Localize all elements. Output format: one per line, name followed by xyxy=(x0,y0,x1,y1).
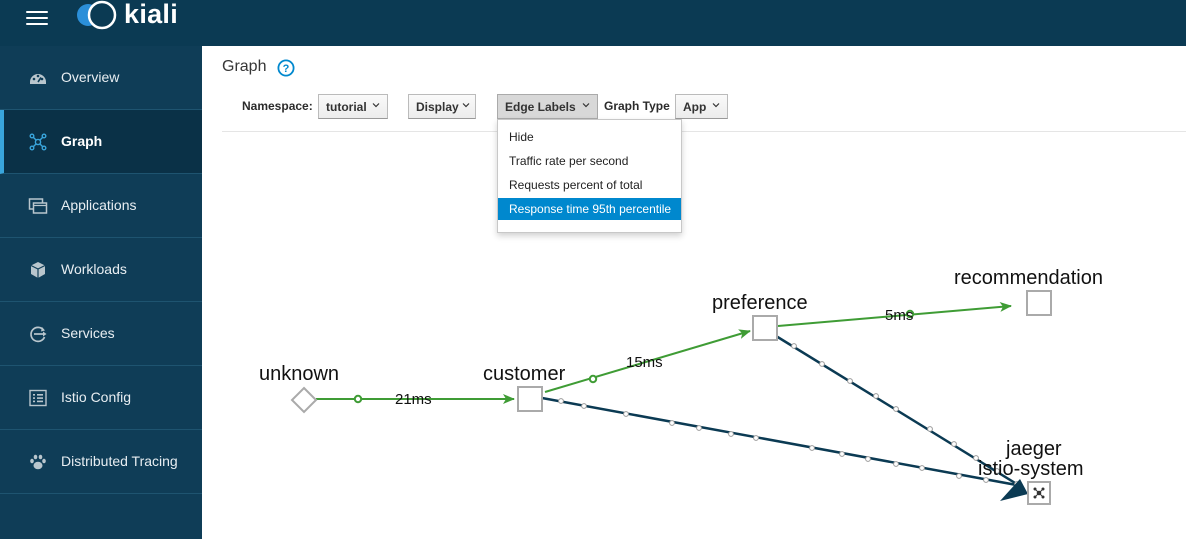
sidebar-item-applications[interactable]: Applications xyxy=(0,174,202,238)
sidebar-item-label: Services xyxy=(61,325,115,341)
node-recommendation[interactable] xyxy=(1026,290,1052,316)
edge-label-unknown-customer: 21ms xyxy=(395,391,432,408)
edge-label-preference-recommendation: 5ms xyxy=(885,307,913,324)
sidebar-item-label: Distributed Tracing xyxy=(61,453,178,469)
graph-type-label: Graph Type xyxy=(604,99,670,113)
sidebar-item-distributed-tracing[interactable]: Distributed Tracing xyxy=(0,430,202,494)
service-graph[interactable]: 21ms 15ms 5ms unknown customer preferenc… xyxy=(202,46,1186,539)
menu-item-requests-percent[interactable]: Requests percent of total xyxy=(509,178,643,192)
topology-icon xyxy=(29,133,47,151)
edge-labels-menu: Hide Traffic rate per second Requests pe… xyxy=(497,119,682,233)
edge-customer-jaeger[interactable] xyxy=(541,396,1023,488)
sidebar-item-graph[interactable]: Graph xyxy=(0,110,202,174)
sidebar-nav: Overview Graph Applications Workloads xyxy=(0,46,202,539)
node-jaeger[interactable] xyxy=(1027,481,1051,505)
paw-icon xyxy=(30,454,46,470)
applications-icon xyxy=(28,198,48,214)
node-label-jaeger: jaeger xyxy=(1005,438,1062,460)
node-label-customer: customer xyxy=(483,363,566,385)
tcp-arrowhead xyxy=(1000,479,1028,501)
menu-item-traffic-rate[interactable]: Traffic rate per second xyxy=(509,154,629,168)
sidebar-item-label: Overview xyxy=(61,69,120,85)
node-labels: unknown customer preference recommendati… xyxy=(259,267,1103,480)
help-icon[interactable]: ? xyxy=(277,59,295,77)
sidebar-item-istio-config[interactable]: Istio Config xyxy=(0,366,202,430)
edge-labels-label: Edge Labels xyxy=(505,100,576,114)
http-traffic-dots xyxy=(353,309,915,404)
node-preference[interactable] xyxy=(752,315,778,341)
namespace-value: tutorial xyxy=(326,100,367,114)
menu-item-response-time[interactable]: Response time 95th percentile xyxy=(498,198,681,220)
sidebar-item-label: Graph xyxy=(61,133,103,149)
toolbar-divider xyxy=(222,131,1186,132)
edge-label-customer-preference: 15ms xyxy=(626,354,663,371)
chevron-down-icon xyxy=(712,103,720,108)
chevron-down-icon xyxy=(462,103,470,108)
node-unknown[interactable] xyxy=(290,386,318,414)
node-label-preference: preference xyxy=(712,292,808,314)
edge-customer-preference[interactable] xyxy=(544,329,751,393)
chevron-down-icon xyxy=(582,103,590,108)
main-content: 21ms 15ms 5ms unknown customer preferenc… xyxy=(202,46,1186,539)
edge-labels-dropdown[interactable]: Edge Labels xyxy=(497,94,598,119)
page-title: Graph xyxy=(222,58,267,75)
sidebar-item-services[interactable]: Services xyxy=(0,302,202,366)
dashboard-icon xyxy=(30,74,46,84)
workloads-icon xyxy=(30,262,46,278)
edge-labels: 21ms 15ms 5ms xyxy=(395,307,913,408)
sidebar-item-workloads[interactable]: Workloads xyxy=(0,238,202,302)
namespace-label: Namespace: xyxy=(242,99,313,113)
config-list-icon xyxy=(29,389,47,407)
sidebar-item-label: Workloads xyxy=(61,261,127,277)
node-customer[interactable] xyxy=(517,386,543,412)
sidebar-item-label: Applications xyxy=(61,197,137,213)
edge-preference-recommendation[interactable] xyxy=(777,301,1012,327)
sidebar-item-label: Istio Config xyxy=(61,389,132,405)
kiali-logo-icon xyxy=(77,0,117,30)
services-icon xyxy=(30,326,47,343)
brand-name: kiali xyxy=(124,0,179,29)
service-graph-node-icon xyxy=(1033,487,1045,499)
graph-type-value: App xyxy=(683,100,707,114)
node-label-unknown: unknown xyxy=(259,363,339,385)
hamburger-menu-icon[interactable] xyxy=(24,8,50,28)
graph-type-dropdown[interactable]: App xyxy=(675,94,728,119)
top-bar: kiali xyxy=(0,0,1186,46)
namespace-dropdown[interactable]: tutorial xyxy=(318,94,388,119)
svg-text:?: ? xyxy=(283,63,290,75)
sidebar-item-overview[interactable]: Overview xyxy=(0,46,202,110)
display-dropdown[interactable]: Display xyxy=(408,94,476,119)
display-label: Display xyxy=(416,100,459,114)
menu-item-hide[interactable]: Hide xyxy=(509,130,534,144)
chevron-down-icon xyxy=(372,103,380,108)
node-label-namespace: istio-system xyxy=(978,458,1084,480)
node-label-recommendation: recommendation xyxy=(954,267,1103,289)
